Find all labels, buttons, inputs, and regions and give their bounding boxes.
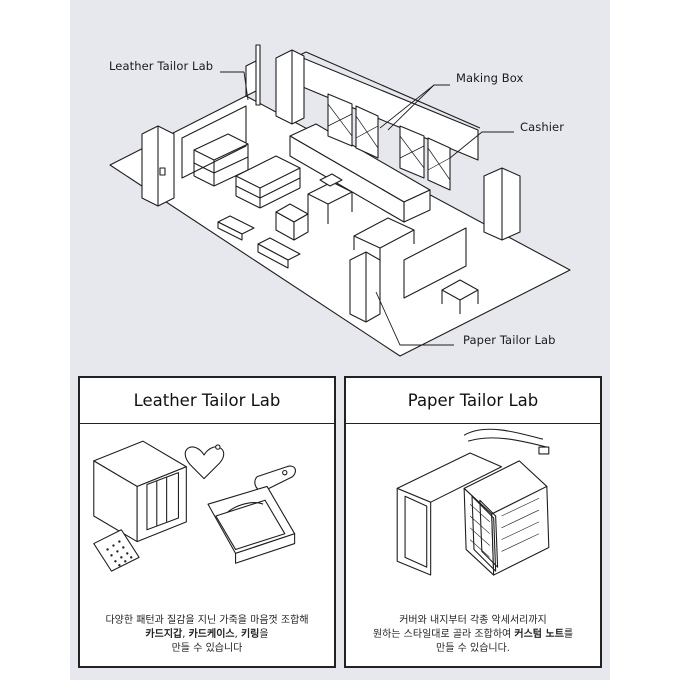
product-card-wallet: 카드지갑 (145, 629, 183, 640)
paper-card-title: Paper Tailor Lab (346, 378, 600, 424)
particle: 을 (259, 629, 269, 640)
custom-notebook-illustration (396, 428, 550, 576)
leader-cashier (449, 131, 514, 159)
floor-plan-illustration (109, 44, 571, 357)
paper-partition (403, 227, 467, 299)
tag-keyring-icon (254, 465, 296, 492)
paper-desc-line2-start: 원하는 스타일대로 골라 조합하여 (372, 629, 515, 640)
leader-paper (375, 291, 454, 346)
leather-swatch-icon (93, 529, 140, 572)
tall-cabinet-back (275, 49, 305, 125)
leather-tailor-lab-card: Leather Tailor Lab (78, 376, 336, 668)
leather-desc-line2: 카드지갑, 카드케이스, 키링을 (80, 628, 334, 642)
callout-leather-tailor-lab: Leather Tailor Lab (109, 59, 214, 73)
paper-cabinet (349, 251, 381, 323)
leather-desc-line3: 만들 수 있습니다 (171, 643, 243, 654)
sep: , (234, 629, 241, 640)
leather-desc-line1: 다양한 패턴과 질감을 지닌 가죽을 마음껏 조합해 (105, 615, 309, 626)
infographic: Leather Tailor Lab Making Box Cashier Pa… (70, 0, 610, 680)
product-card-case: 카드케이스 (188, 629, 235, 640)
callout-cashier: Cashier (520, 120, 565, 134)
callout-making-box: Making Box (456, 71, 524, 85)
pillar (255, 44, 261, 106)
paper-tailor-lab-card: Paper Tailor Lab (344, 376, 602, 668)
notebook-cord-icon (463, 428, 544, 440)
notebook-tag-icon (538, 446, 550, 455)
product-keyring: 키링 (240, 629, 260, 640)
paper-desc-line1: 커버와 내지부터 각종 악세서리까지 (399, 615, 547, 626)
paper-desc-line3: 만들 수 있습니다. (436, 643, 510, 654)
leather-goods-illustration (93, 440, 296, 572)
callout-paper-tailor-lab: Paper Tailor Lab (463, 333, 556, 347)
leather-card-title: Leather Tailor Lab (80, 378, 334, 424)
paper-desc-line2: 원하는 스타일대로 골라 조합하여 커스텀 노트를 (346, 628, 600, 642)
paper-card-description: 커버와 내지부터 각종 악세서리까지 원하는 스타일대로 골라 조합하여 커스텀… (346, 614, 600, 656)
sep: , (182, 629, 189, 640)
product-custom-note: 커스텀 노트 (514, 629, 564, 640)
heart-keyring-icon (184, 446, 225, 480)
particle: 를 (563, 629, 574, 640)
leather-card-description: 다양한 패턴과 질감을 지닌 가죽을 마음껏 조합해 카드지갑, 카드케이스, … (80, 614, 334, 656)
